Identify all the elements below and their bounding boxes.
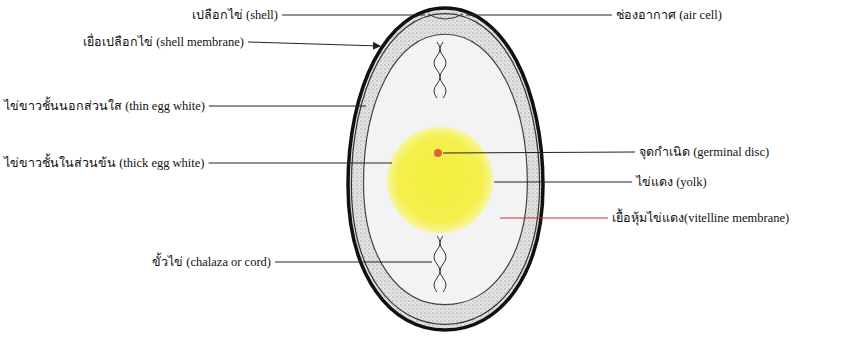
chalaza-top [434,42,440,98]
shell-membrane [351,14,539,325]
leader-line [282,15,425,16]
leader-line [494,182,632,183]
leader-line [209,106,366,107]
part-label: เปลือกไข่ (shell) [192,8,278,23]
leader-line [275,262,432,263]
part-label: เยื่อเปลือกไข่ (shell membrane) [83,35,244,50]
part-label: ขั้วไข่ (chalaza or cord) [152,255,271,270]
leader-line [209,163,392,164]
part-label: ช่องอากาศ (air cell) [616,8,722,23]
leader-line [466,15,612,16]
egg-shell [348,8,543,330]
part-label: จุดกำเนิด (germinal disc) [639,145,769,160]
part-label: เยื้อหุ้มไข่แดง(vitelline membrane) [612,211,789,226]
part-label: ไข่ขาวชั้นในส่วนข้น (thick egg white) [4,156,205,171]
air-cell [428,14,463,19]
germinal-disc [434,149,442,157]
leader-line [443,152,635,153]
chalaza-bottom [440,236,446,292]
part-label: ไข่แดง (yolk) [636,175,707,190]
thick-white [364,34,528,304]
chalaza-bottom [434,236,440,292]
part-label: ไข่ขาวชั้นนอกส่วนใส (thin egg white) [4,99,205,114]
yolk [387,127,493,233]
chalaza-top [440,42,446,98]
leader-line [248,42,380,46]
leader-line [500,218,608,219]
